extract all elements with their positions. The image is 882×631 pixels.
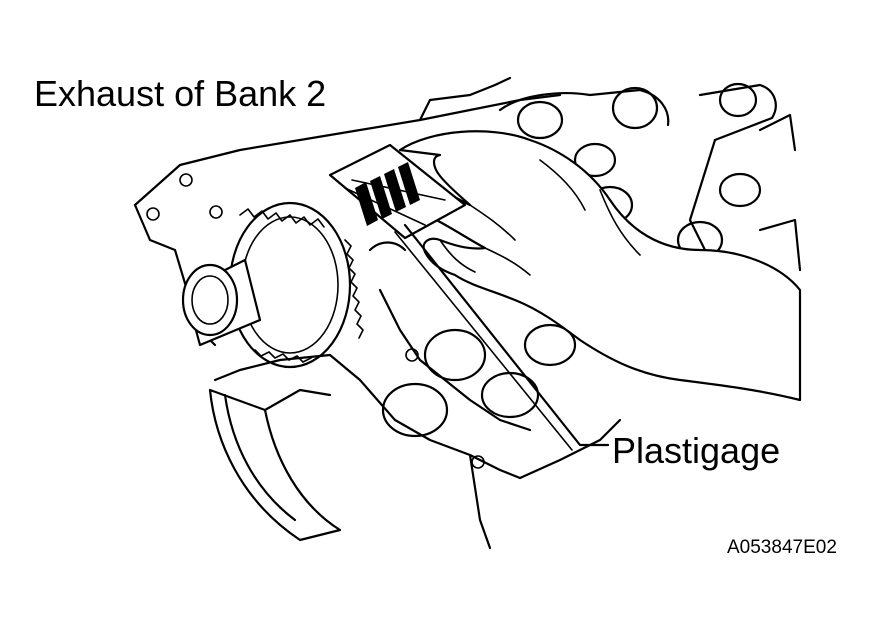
hand [398, 130, 802, 402]
callout-leader [394, 223, 610, 451]
timing-cover [208, 388, 342, 542]
plastigage-callout-label: Plastigage [612, 430, 781, 471]
figure-title: Exhaust of Bank 2 [34, 73, 327, 114]
camshaft-end [181, 258, 262, 347]
plastigage-strip [328, 143, 467, 240]
figure-id-label: A053847E02 [727, 537, 837, 558]
cylinder-head-outline [133, 76, 622, 550]
